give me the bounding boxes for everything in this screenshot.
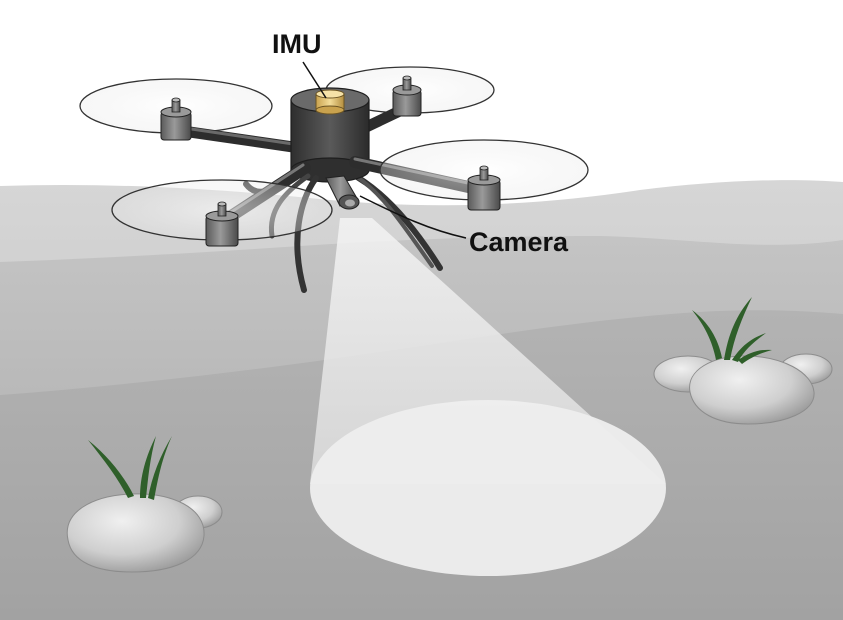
imu-leader-line [302, 61, 327, 99]
imu-unit [315, 89, 345, 115]
camera-unit [325, 175, 360, 210]
arm-back-left-highlight [176, 125, 302, 147]
camera-field-of-view [310, 218, 666, 576]
annotations: IMU Camera [272, 29, 569, 257]
rock-large-left [66, 493, 205, 573]
arm-back-left [170, 124, 306, 154]
view-footprint [310, 400, 666, 576]
camera-label: Camera [469, 227, 569, 257]
rock-large-right [689, 355, 815, 425]
landing-leg-back-right-2 [354, 174, 434, 268]
motor-back-left [160, 97, 192, 141]
imu-label: IMU [272, 29, 322, 59]
quadcopter-drone [79, 66, 589, 293]
camera-leader-line [359, 195, 467, 239]
grass-tuft-left [88, 436, 172, 500]
motor-back-right [392, 75, 422, 117]
rock-group-right [653, 297, 833, 425]
motor-front-left [205, 201, 239, 247]
motor-front-right [467, 165, 501, 211]
grass-tuft-right [692, 297, 772, 364]
rock-group-left [66, 436, 223, 573]
